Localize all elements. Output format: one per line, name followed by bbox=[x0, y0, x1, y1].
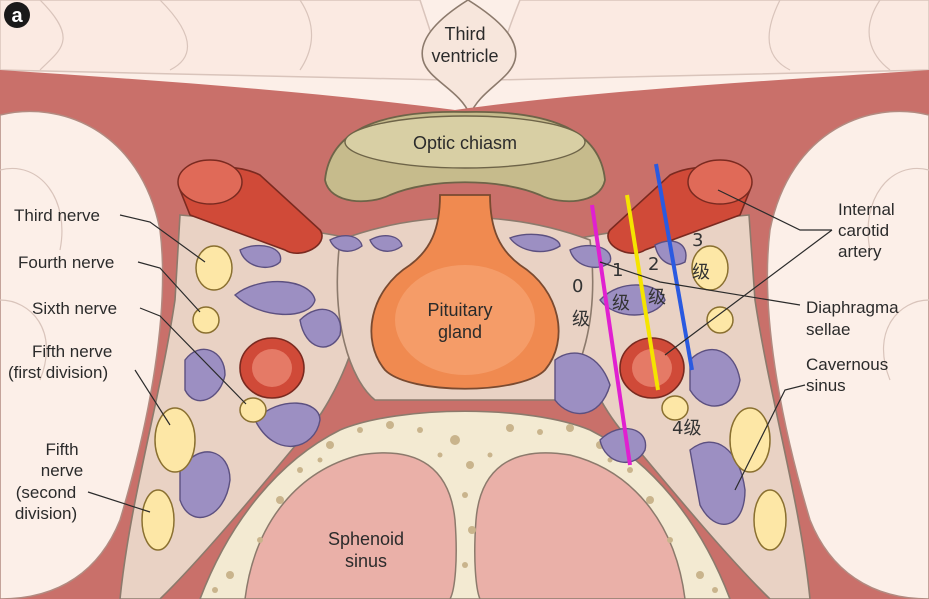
third-nerve-label: Third nerve bbox=[14, 206, 100, 225]
third-ventricle-label-1: Third bbox=[444, 24, 485, 44]
cavernous-sinus-label-2: sinus bbox=[806, 376, 846, 395]
leader-diaphragma-sellae bbox=[599, 261, 801, 306]
optic-chiasm-top bbox=[344, 115, 586, 169]
leader-internal-carotid bbox=[664, 189, 833, 356]
grade-2-line bbox=[654, 163, 694, 371]
leader-fifth-nerve-second bbox=[87, 491, 151, 513]
optic-chiasm-label: Optic chiasm bbox=[413, 133, 517, 153]
fourth-nerve-label: Fourth nerve bbox=[18, 253, 114, 272]
fifth-nerve-second-left bbox=[141, 489, 175, 551]
sixth-nerve-left bbox=[239, 397, 267, 423]
cranial-nerves bbox=[141, 245, 787, 551]
grade-0-char: 级 bbox=[572, 309, 590, 330]
fifth-nerve-second-label-1: Fifth bbox=[45, 440, 78, 459]
temporal-lobe-right bbox=[766, 110, 929, 599]
fifth-nerve-second-label-3: (second bbox=[16, 483, 76, 502]
pituitary-highlight bbox=[395, 265, 535, 375]
grade-0-number: 0 bbox=[572, 276, 583, 297]
fifth-nerve-first-right bbox=[729, 407, 771, 473]
internal-carotid-label-1: Internal bbox=[838, 200, 895, 219]
bone-trabeculae bbox=[212, 421, 718, 593]
grade-3-char: 级 bbox=[692, 262, 710, 283]
sphenoid-sinus-left bbox=[244, 452, 457, 599]
fifth-nerve-second-label-4: division) bbox=[15, 504, 77, 523]
grade-2-char: 级 bbox=[648, 287, 666, 308]
fifth-nerve-first-label-2: (first division) bbox=[8, 363, 108, 382]
panel-badge bbox=[4, 2, 30, 28]
leader-fifth-nerve-first bbox=[134, 369, 171, 426]
third-nerve-left bbox=[195, 245, 233, 291]
fifth-nerve-first-label-1: Fifth nerve bbox=[32, 342, 112, 361]
grade-3-number: 3 bbox=[692, 230, 703, 251]
internal-carotid-label-2: carotid bbox=[838, 221, 889, 240]
leader-fourth-nerve bbox=[137, 261, 201, 313]
sixth-nerve-label: Sixth nerve bbox=[32, 299, 117, 318]
panel-label: a bbox=[11, 5, 23, 27]
cavernous-sinus-label-1: Cavernous bbox=[806, 355, 888, 374]
grade-1-char: 级 bbox=[612, 293, 630, 314]
fourth-nerve-left bbox=[192, 306, 220, 334]
carotid-lumen-upper-right bbox=[687, 159, 753, 205]
diaphragma-label-2: sellae bbox=[806, 320, 850, 339]
grade-2-number: 2 bbox=[648, 254, 659, 275]
diaphragma-label-1: Diaphragma bbox=[806, 298, 899, 317]
carotid-lumen-lower-right bbox=[632, 349, 672, 387]
grade-0-line bbox=[590, 204, 632, 466]
leader-third-nerve bbox=[119, 214, 206, 263]
grade-1-number: 1 bbox=[612, 260, 623, 281]
sphenoid-sinus-right bbox=[474, 452, 686, 599]
sixth-nerve-right bbox=[661, 395, 689, 421]
carotid-lumen-upper-left bbox=[177, 159, 243, 205]
fifth-nerve-second-label-2: nerve bbox=[41, 461, 84, 480]
fourth-nerve-right bbox=[706, 306, 734, 334]
carotid-lumen-lower-left bbox=[252, 349, 292, 387]
sphenoid-label-2: sinus bbox=[345, 551, 387, 571]
pituitary-label-2: gland bbox=[438, 322, 482, 342]
fifth-nerve-second-right bbox=[753, 489, 787, 551]
brain-fold-left bbox=[0, 0, 446, 81]
temporal-gyri bbox=[0, 167, 929, 381]
brain-gyri bbox=[39, 0, 891, 71]
leader-cavernous-sinus bbox=[734, 384, 806, 491]
brain-fold-right bbox=[494, 0, 929, 81]
third-ventricle-label-2: ventricle bbox=[431, 46, 498, 66]
sphenoid-label-1: Sphenoid bbox=[328, 529, 404, 549]
pituitary-label-1: Pituitary bbox=[427, 300, 492, 320]
grade-4-label: 4级 bbox=[672, 418, 701, 439]
internal-carotid-label-3: artery bbox=[838, 242, 882, 261]
temporal-lobe-left bbox=[0, 110, 164, 599]
venous-channels bbox=[179, 233, 746, 525]
leader-sixth-nerve bbox=[139, 307, 247, 405]
grade-1-line bbox=[625, 194, 660, 391]
fifth-nerve-first-left bbox=[154, 407, 196, 473]
